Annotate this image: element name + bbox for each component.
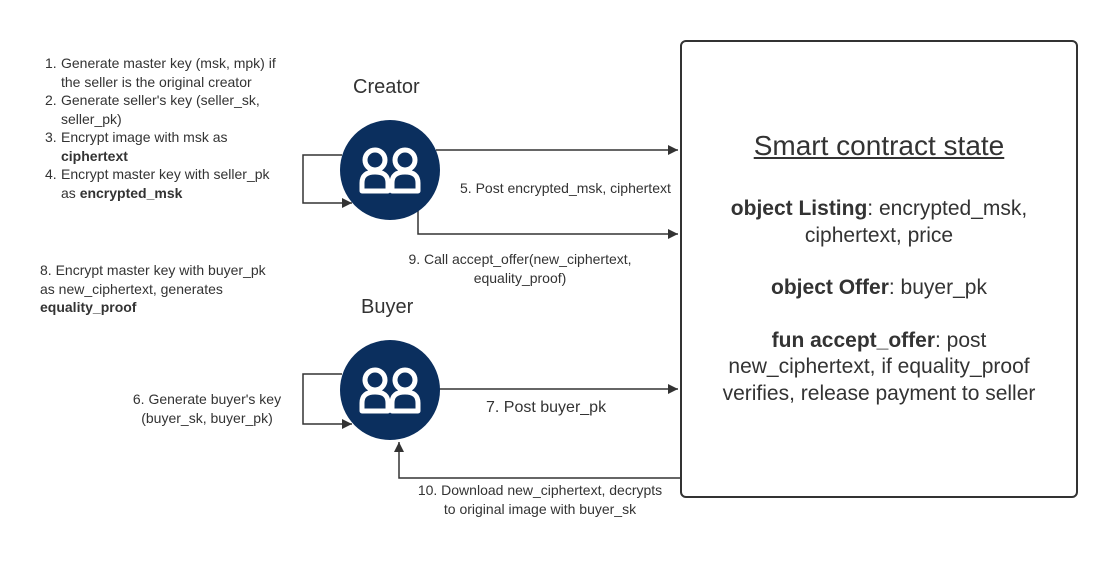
- smart-contract-title: Smart contract state: [753, 130, 1005, 161]
- step-text: Encrypt master key with seller_pk: [61, 166, 270, 182]
- step9-line2: equality_proof): [473, 269, 567, 286]
- step-text-bold: encrypted_msk: [79, 184, 183, 201]
- step6-line2: (buyer_sk, buyer_pk): [141, 409, 273, 426]
- step10-line1: 10. Download new_ciphertext, decrypts: [417, 482, 663, 498]
- step8-line3: equality_proof: [40, 299, 137, 315]
- listing-fields: ciphertext, price: [804, 223, 954, 247]
- people-icon: [359, 367, 421, 414]
- step5-label: 5. Post encrypted_msk, ciphertext: [460, 180, 671, 196]
- creator-step-3: 3. Encrypt image with msk as ciphertext: [45, 128, 310, 165]
- step-text: as: [61, 184, 80, 201]
- step10-label: 10. Download new_ciphertext, decrypts to…: [398, 481, 682, 518]
- step6-line1: 6. Generate buyer's key: [132, 391, 282, 407]
- accept-offer-text: : post: [935, 328, 987, 352]
- creator-step-1: 1. Generate master key (msk, mpk) if the…: [45, 54, 310, 91]
- listing-name: object Listing: [730, 197, 868, 220]
- creator-node: [340, 120, 440, 220]
- step-text: Generate seller's key (seller_sk,: [61, 92, 260, 108]
- offer-fields: : buyer_pk: [888, 276, 987, 299]
- step-number: 2.: [45, 92, 57, 108]
- offer-object: object Offer: buyer_pk: [682, 275, 1076, 302]
- people-icon: [359, 147, 421, 194]
- step-number: 4.: [45, 166, 57, 182]
- step8-label: 8. Encrypt master key with buyer_pk as n…: [40, 261, 266, 317]
- accept-offer-name: fun accept_offer: [771, 328, 935, 352]
- step10-line2: to original image with buyer_sk: [443, 500, 637, 517]
- listing-fields: : encrypted_msk,: [867, 197, 1028, 220]
- listing-object: object Listing: encrypted_msk, ciphertex…: [682, 196, 1076, 249]
- creator-self-loop-arrow: [302, 154, 352, 208]
- step6-label: 6. Generate buyer's key (buyer_sk, buyer…: [112, 390, 302, 427]
- creator-step-4: 4. Encrypt master key with seller_pk as …: [45, 165, 310, 202]
- accept-offer-text: verifies, release payment to seller: [722, 381, 1036, 405]
- buyer-node: [340, 340, 440, 440]
- buyer-title: Buyer: [361, 296, 414, 318]
- smart-contract-body: object Listing: encrypted_msk, ciphertex…: [682, 196, 1076, 433]
- step-number: 1.: [45, 55, 57, 71]
- step8-line2: as new_ciphertext, generates: [40, 280, 223, 297]
- step-text: Encrypt image with msk as: [61, 129, 228, 145]
- step9-arrow: [417, 210, 678, 239]
- smart-contract-box: Smart contract state object Listing: enc…: [680, 40, 1078, 498]
- step-text: Generate master key (msk, mpk) if: [61, 55, 276, 71]
- offer-name: object Offer: [771, 276, 889, 299]
- step9-line1: 9. Call accept_offer(new_ciphertext,: [408, 251, 632, 267]
- step-text: seller_pk): [61, 110, 122, 127]
- creator-steps-list: 1. Generate master key (msk, mpk) if the…: [45, 54, 310, 202]
- accept-offer-text: new_ciphertext, if equality_proof: [728, 355, 1030, 378]
- step-text-bold: ciphertext: [61, 147, 128, 164]
- buyer-self-loop-arrow: [302, 373, 352, 429]
- step-number: 3.: [45, 129, 57, 145]
- accept-offer-function: fun accept_offer: post new_ciphertext, i…: [682, 328, 1076, 408]
- step9-label: 9. Call accept_offer(new_ciphertext, equ…: [380, 250, 660, 287]
- creator-title: Creator: [353, 76, 420, 98]
- step-text: the seller is the original creator: [61, 73, 252, 90]
- step7-label: 7. Post buyer_pk: [486, 399, 607, 416]
- step10-arrow: [394, 442, 680, 479]
- creator-step-2: 2. Generate seller's key (seller_sk, sel…: [45, 91, 310, 128]
- step8-line1: 8. Encrypt master key with buyer_pk: [40, 262, 266, 278]
